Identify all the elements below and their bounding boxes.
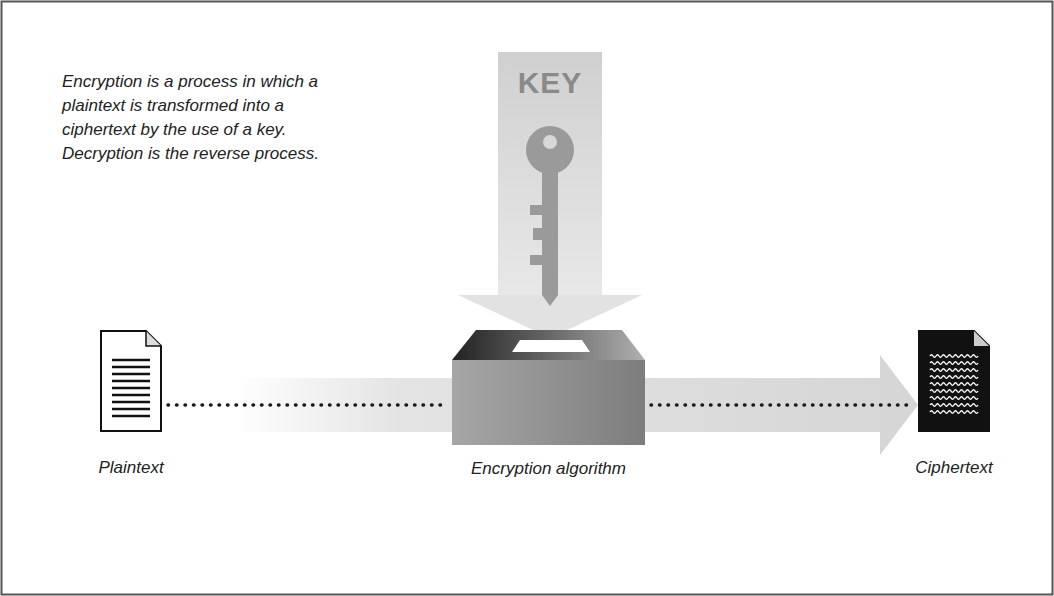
node-label: Encryption algorithm xyxy=(471,459,626,479)
node-label: Plaintext xyxy=(98,458,163,478)
box-top xyxy=(452,330,645,360)
key-label: KEY xyxy=(518,66,583,100)
document-icon: Ciphertext xyxy=(918,330,990,432)
node-shape xyxy=(100,330,162,432)
node-label: Ciphertext xyxy=(915,458,992,478)
key-icon xyxy=(526,126,574,306)
node-shape xyxy=(918,330,990,432)
flow-connector xyxy=(168,405,446,406)
algorithm-box: Encryption algorithm xyxy=(452,360,645,445)
description-note: Encryption is a process in which a plain… xyxy=(62,70,352,166)
key-arrow xyxy=(458,52,642,338)
document-icon: Plaintext xyxy=(100,330,162,432)
node-shape xyxy=(452,360,645,445)
flow-connector xyxy=(651,355,918,455)
